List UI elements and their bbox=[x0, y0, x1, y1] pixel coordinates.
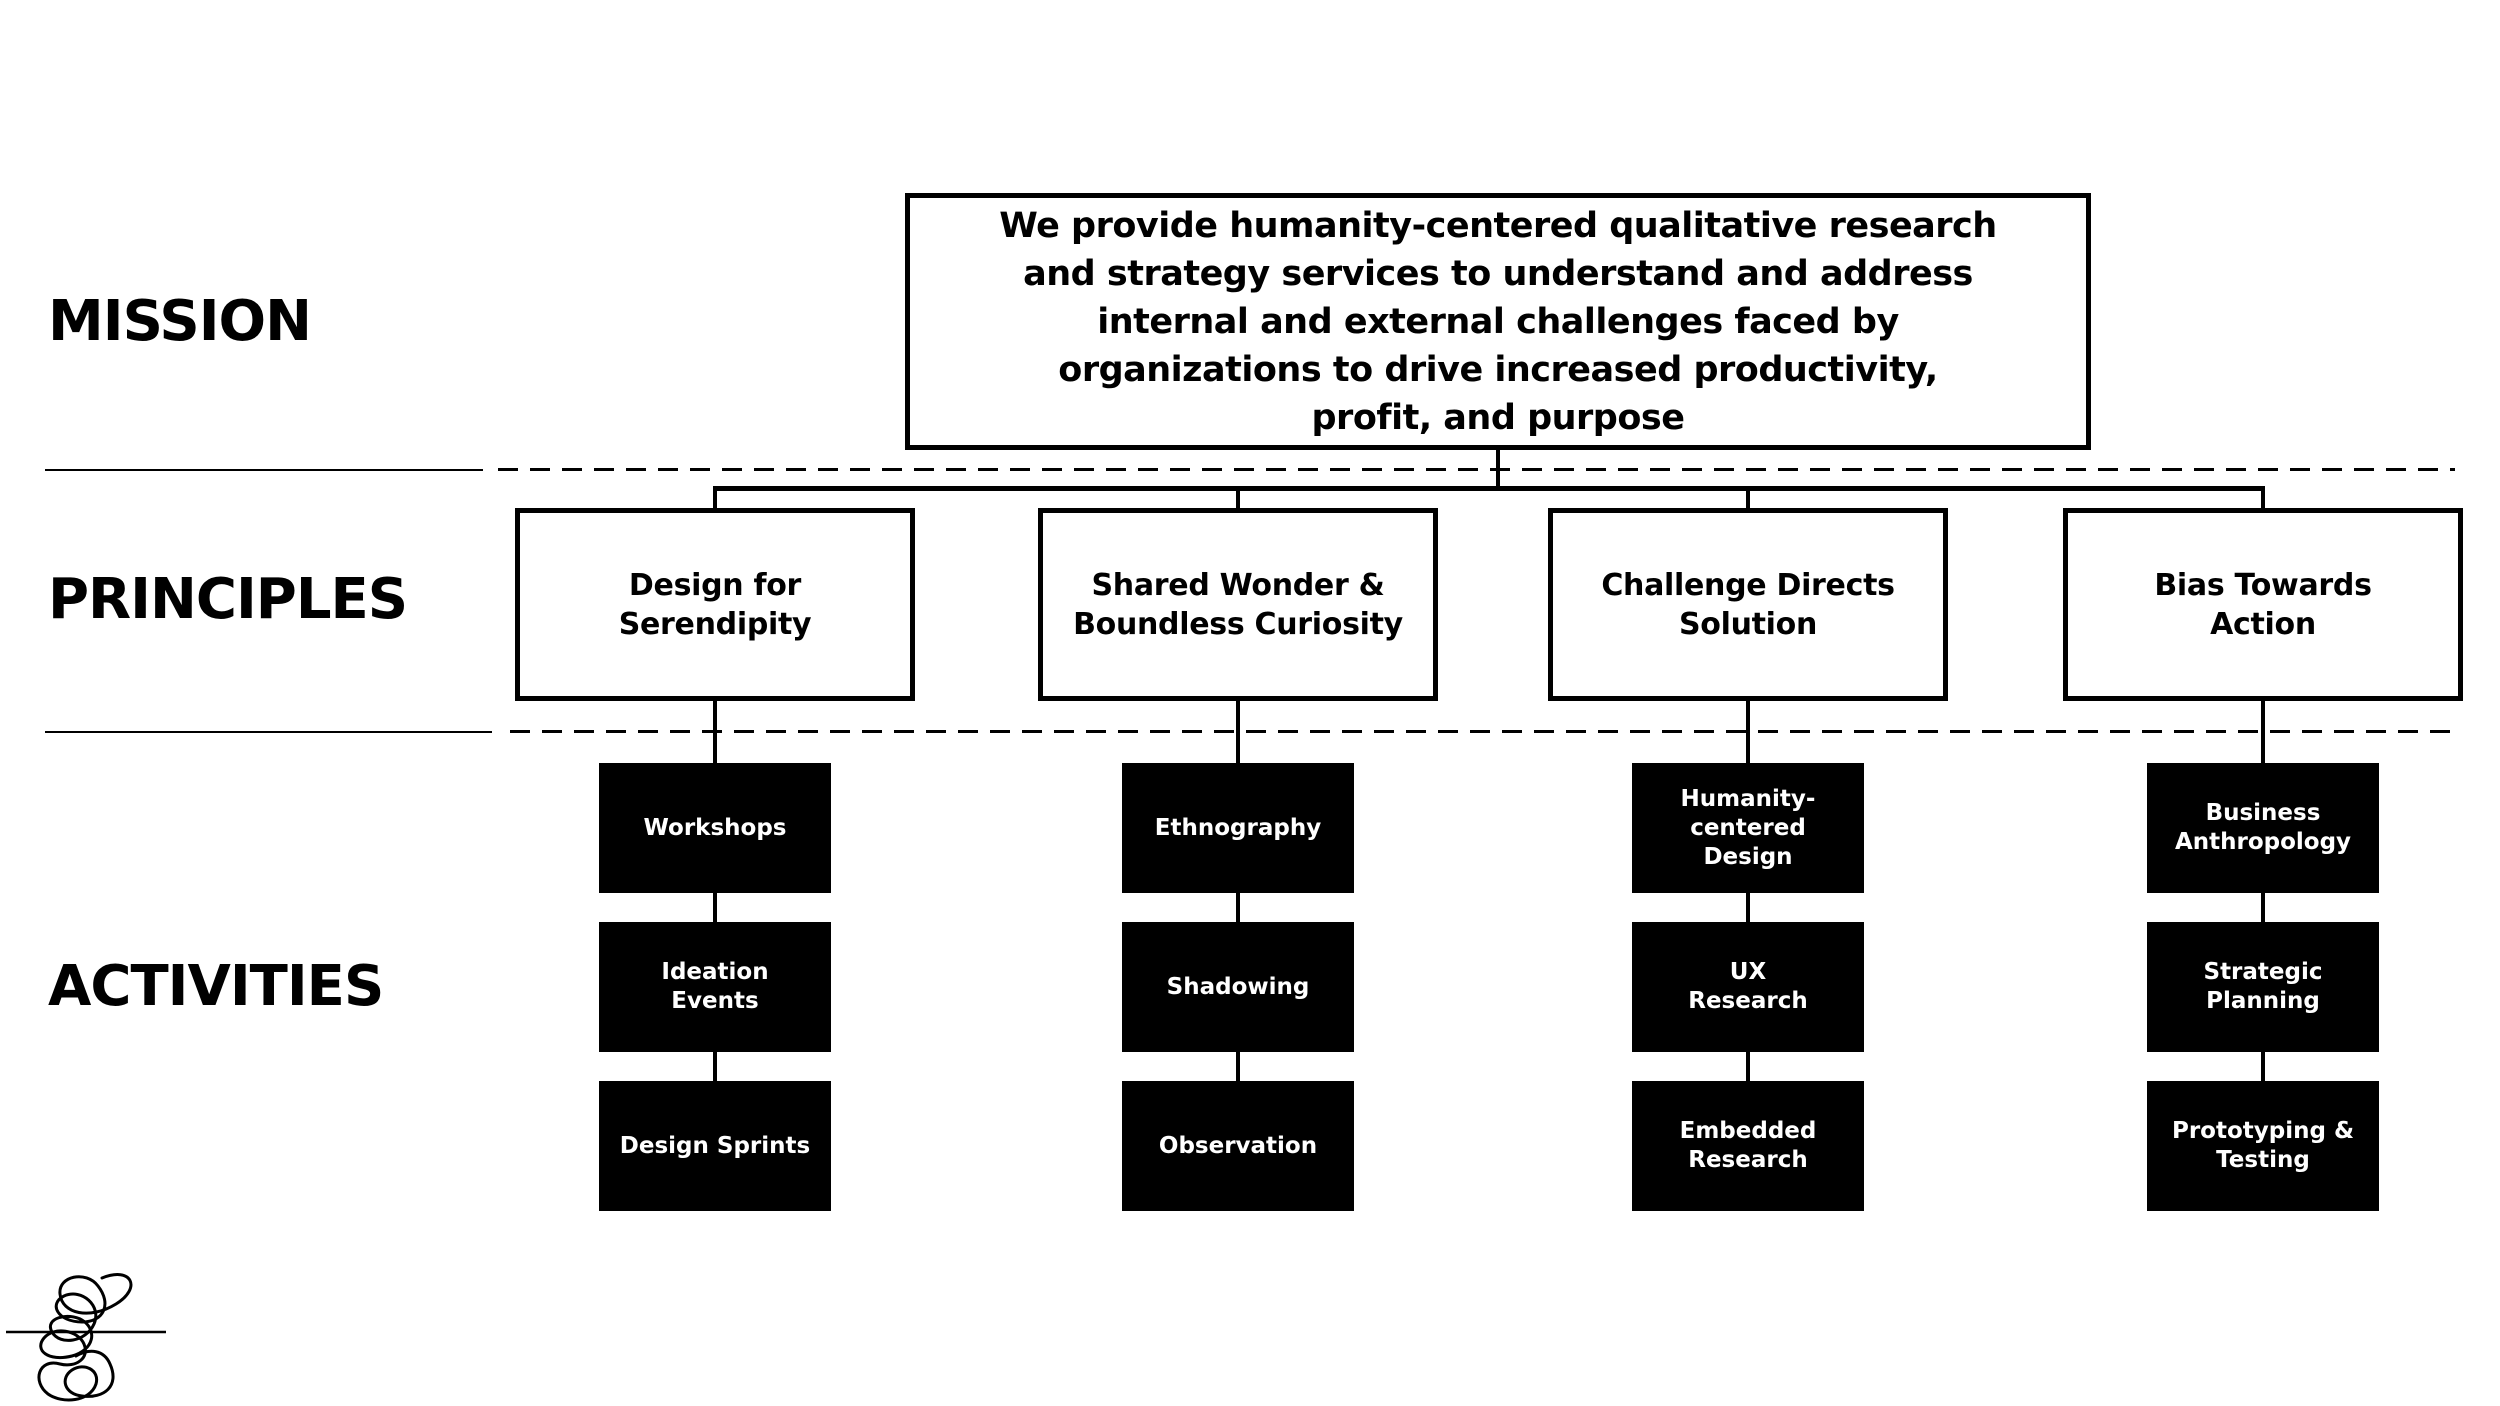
activity-label: Design Sprints bbox=[619, 1132, 811, 1159]
activity-label: Workshops bbox=[643, 814, 787, 841]
principle-label: Bias Towards Action bbox=[2154, 567, 2372, 642]
connector-stub-col2 bbox=[1236, 488, 1240, 510]
activity-box-business-anthropology: Business Anthropology bbox=[2147, 763, 2379, 893]
divider-mission-principles-dashed bbox=[498, 468, 2455, 471]
link-col1-activity1-activity2 bbox=[713, 891, 717, 924]
link-col4-principle-activity1 bbox=[2261, 698, 2265, 765]
activity-label: Humanity- centered Design bbox=[1680, 785, 1816, 870]
row-label-activities: ACTIVITIES bbox=[48, 954, 384, 1019]
row-label-mission: MISSION bbox=[48, 289, 312, 354]
link-col3-activity2-activity3 bbox=[1746, 1050, 1750, 1083]
activity-label: Ethnography bbox=[1154, 814, 1322, 841]
mission-statement: We provide humanity-centered qualitative… bbox=[999, 205, 1997, 438]
link-col2-activity2-activity3 bbox=[1236, 1050, 1240, 1083]
activity-box-ux-research: UX Research bbox=[1632, 922, 1864, 1052]
divider-principles-activities-dashed bbox=[510, 730, 2455, 733]
activity-label: Observation bbox=[1158, 1132, 1318, 1159]
divider-mission-principles-solid bbox=[45, 469, 483, 471]
activity-label: Shadowing bbox=[1166, 973, 1310, 1000]
connector-stub-col3 bbox=[1746, 488, 1750, 510]
principle-box-design-for-serendipity: Design for Serendipity bbox=[515, 508, 915, 701]
activity-box-observation: Observation bbox=[1122, 1081, 1354, 1211]
divider-principles-activities-solid bbox=[45, 731, 492, 733]
principle-box-challenge-directs-solution: Challenge Directs Solution bbox=[1548, 508, 1948, 701]
connector-stub-col1 bbox=[713, 488, 717, 510]
link-col2-activity1-activity2 bbox=[1236, 891, 1240, 924]
link-col4-activity2-activity3 bbox=[2261, 1050, 2265, 1083]
activity-label: Business Anthropology bbox=[2174, 800, 2352, 855]
activity-box-embedded-research: Embedded Research bbox=[1632, 1081, 1864, 1211]
activity-box-humanity-centered-design: Humanity- centered Design bbox=[1632, 763, 1864, 893]
link-col2-principle-activity1 bbox=[1236, 698, 1240, 765]
activity-label: Embedded Research bbox=[1679, 1118, 1817, 1173]
activity-label: Prototyping & Testing bbox=[2171, 1118, 2355, 1173]
mission-box: We provide humanity-centered qualitative… bbox=[905, 193, 2091, 450]
link-col1-activity2-activity3 bbox=[713, 1050, 717, 1083]
link-col1-principle-activity1 bbox=[713, 698, 717, 765]
activity-box-design-sprints: Design Sprints bbox=[599, 1081, 831, 1211]
principle-box-bias-towards-action: Bias Towards Action bbox=[2063, 508, 2463, 701]
connector-mission-stem bbox=[1496, 448, 1500, 490]
activity-box-workshops: Workshops bbox=[599, 763, 831, 893]
connector-stub-col4 bbox=[2261, 488, 2265, 510]
activity-box-ethnography: Ethnography bbox=[1122, 763, 1354, 893]
activity-box-strategic-planning: Strategic Planning bbox=[2147, 922, 2379, 1052]
row-label-principles: PRINCIPLES bbox=[48, 567, 408, 632]
principle-label: Shared Wonder & Boundless Curiosity bbox=[1073, 567, 1403, 642]
link-col3-activity1-activity2 bbox=[1746, 891, 1750, 924]
activity-box-shadowing: Shadowing bbox=[1122, 922, 1354, 1052]
link-col3-principle-activity1 bbox=[1746, 698, 1750, 765]
activity-label: Ideation Events bbox=[661, 959, 769, 1014]
principle-box-shared-wonder: Shared Wonder & Boundless Curiosity bbox=[1038, 508, 1438, 701]
activity-label: Strategic Planning bbox=[2203, 959, 2323, 1014]
activity-box-ideation-events: Ideation Events bbox=[599, 922, 831, 1052]
principle-label: Challenge Directs Solution bbox=[1601, 567, 1895, 642]
principle-label: Design for Serendipity bbox=[618, 567, 812, 642]
activity-box-prototyping-testing: Prototyping & Testing bbox=[2147, 1081, 2379, 1211]
link-col4-activity1-activity2 bbox=[2261, 891, 2265, 924]
activity-label: UX Research bbox=[1688, 959, 1808, 1014]
scribble-logo-icon bbox=[6, 1273, 166, 1402]
connector-rail bbox=[713, 486, 2265, 491]
